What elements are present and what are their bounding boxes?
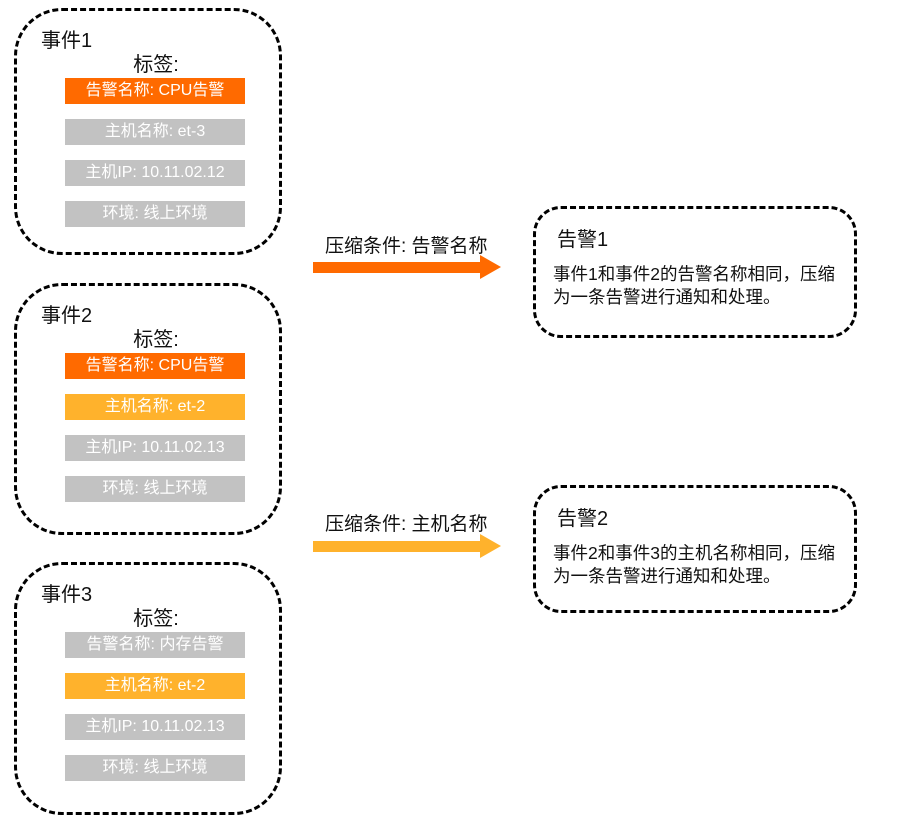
event-title: 事件1: [41, 30, 93, 52]
tag-host-ip: 主机IP: 10.11.02.12: [65, 160, 245, 186]
tag-list: 告警名称: CPU告警 主机名称: et-2 主机IP: 10.11.02.13…: [65, 353, 245, 502]
event-box-1: 事件1 标签: 告警名称: CPU告警 主机名称: et-3 主机IP: 10.…: [14, 8, 282, 255]
alert-title: 告警1: [557, 229, 609, 251]
alert-box-2: 告警2 事件2和事件3的主机名称相同，压缩 为一条告警进行通知和处理。: [533, 485, 857, 613]
tag-host-ip: 主机IP: 10.11.02.13: [65, 435, 245, 461]
alert-description-line1: 事件1和事件2的告警名称相同，压缩: [553, 264, 835, 284]
tag-alert-name: 告警名称: 内存告警: [65, 632, 245, 658]
tag-environment: 环境: 线上环境: [65, 476, 245, 502]
flow-condition-label-1: 压缩条件: 告警名称: [325, 236, 488, 257]
alert-box-1: 告警1 事件1和事件2的告警名称相同，压缩 为一条告警进行通知和处理。: [533, 206, 857, 338]
arrow-right-icon: [480, 255, 501, 279]
tag-alert-name: 告警名称: CPU告警: [65, 353, 245, 379]
tag-alert-name: 告警名称: CPU告警: [65, 78, 245, 104]
tag-host-name: 主机名称: et-2: [65, 394, 245, 420]
tags-label: 标签:: [133, 608, 179, 630]
flow-arrow-1: [313, 262, 480, 273]
event-title: 事件3: [41, 584, 93, 606]
tag-environment: 环境: 线上环境: [65, 201, 245, 227]
alert-description-line2: 为一条告警进行通知和处理。: [553, 287, 781, 307]
tags-label: 标签:: [133, 329, 179, 351]
tag-host-ip: 主机IP: 10.11.02.13: [65, 714, 245, 740]
alert-description-line1: 事件2和事件3的主机名称相同，压缩: [553, 543, 835, 563]
event-box-2: 事件2 标签: 告警名称: CPU告警 主机名称: et-2 主机IP: 10.…: [14, 283, 282, 535]
flow-arrow-2: [313, 541, 480, 552]
tag-environment: 环境: 线上环境: [65, 755, 245, 781]
flow-condition-label-2: 压缩条件: 主机名称: [325, 514, 488, 535]
alert-description-line2: 为一条告警进行通知和处理。: [553, 566, 781, 586]
alert-description: 事件1和事件2的告警名称相同，压缩 为一条告警进行通知和处理。: [553, 263, 849, 309]
tags-label: 标签:: [133, 54, 179, 76]
tag-list: 告警名称: CPU告警 主机名称: et-3 主机IP: 10.11.02.12…: [65, 78, 245, 227]
alert-description: 事件2和事件3的主机名称相同，压缩 为一条告警进行通知和处理。: [553, 542, 849, 588]
alert-title: 告警2: [557, 508, 609, 530]
tag-list: 告警名称: 内存告警 主机名称: et-2 主机IP: 10.11.02.13 …: [65, 632, 245, 781]
tag-host-name: 主机名称: et-3: [65, 119, 245, 145]
arrow-right-icon: [480, 534, 501, 558]
event-title: 事件2: [41, 305, 93, 327]
event-box-3: 事件3 标签: 告警名称: 内存告警 主机名称: et-2 主机IP: 10.1…: [14, 562, 282, 815]
tag-host-name: 主机名称: et-2: [65, 673, 245, 699]
